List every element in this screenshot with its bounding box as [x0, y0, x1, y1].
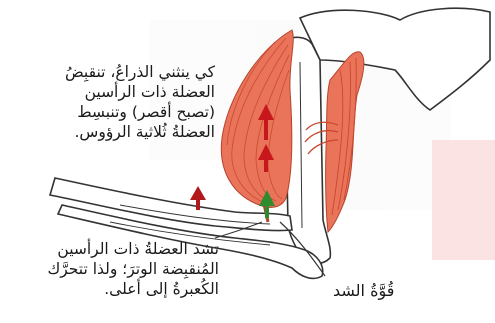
caption-top-line: العضلة ذات الرأسين: [5, 82, 215, 102]
watermark-logo: [432, 140, 495, 260]
label-force: قُوَّةُ الشد: [333, 281, 394, 300]
caption-bottom-line: الكُعبرةُ إلى أعلى.: [47, 279, 219, 299]
caption-bottom-line: المُنقبِضة الوترَ؛ ولذا تتحرَّك: [47, 259, 219, 279]
caption-top-line: كي ينثني الذراعُ، تنقبِضُ: [5, 62, 215, 82]
caption-bottom: تشد العضلةُ ذات الرأسين المُنقبِضة الوتر…: [47, 239, 219, 299]
caption-top: كي ينثني الذراعُ، تنقبِضُ العضلة ذات الر…: [5, 62, 215, 142]
caption-top-line: (تصبح أقصر) وتنبسِط: [5, 102, 215, 122]
caption-bottom-line: تشد العضلةُ ذات الرأسين: [47, 239, 219, 259]
caption-top-line: العضلةُ ثُلاثية الرؤوس.: [5, 122, 215, 142]
